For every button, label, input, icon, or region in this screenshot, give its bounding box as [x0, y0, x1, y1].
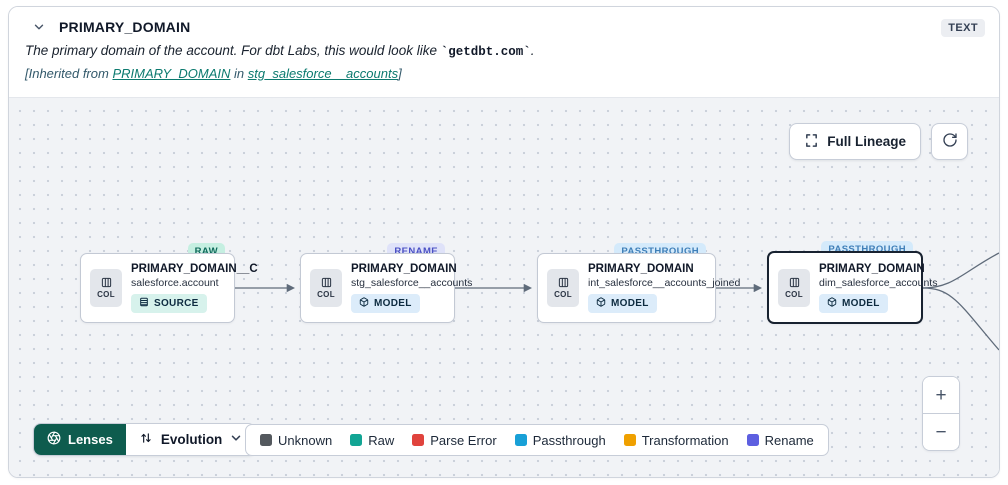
node-subtitle: stg_salesforce__accounts: [351, 277, 473, 289]
column-icon: COL: [310, 269, 342, 307]
legend-swatch: [514, 434, 527, 446]
resource-badge-model: MODEL: [819, 293, 888, 313]
inherited-suffix: ]: [398, 66, 402, 81]
lineage-node-dim-salesforce-accounts[interactable]: PASSTHROUGH COL PRIMARY_DOMAIN dim_sales…: [767, 241, 937, 324]
legend-item-raw: Raw: [350, 433, 394, 448]
col-label: COL: [785, 289, 803, 299]
resource-label: MODEL: [374, 298, 412, 309]
zoom-controls: + −: [922, 376, 960, 451]
lineage-node-salesforce-account[interactable]: RAW COL PRIMARY_DOMAIN__C salesforce.acc…: [80, 243, 258, 323]
column-type-badge: TEXT: [941, 19, 985, 37]
legend-label: Rename: [764, 432, 814, 448]
column-icon: COL: [547, 269, 579, 307]
legend-swatch: [350, 434, 363, 446]
inherited-column-link[interactable]: PRIMARY_DOMAIN: [112, 66, 231, 81]
legend-label: Raw: [368, 432, 395, 448]
description-suffix: .: [530, 43, 535, 58]
lenses-control: Lenses Evolution: [33, 423, 257, 456]
legend-item-unknown: Unknown: [260, 433, 332, 448]
full-lineage-button[interactable]: Full Lineage: [789, 123, 921, 160]
node-subtitle: salesforce.account: [131, 277, 219, 289]
lens-legend: Unknown Raw Parse Error Passthrough Tran…: [245, 424, 829, 456]
column-header: PRIMARY_DOMAIN TEXT The primary domain o…: [9, 7, 999, 97]
legend-item-rename: Rename: [746, 432, 814, 448]
resource-label: MODEL: [611, 298, 649, 309]
collapse-chevron-icon[interactable]: [31, 19, 47, 35]
col-label: COL: [317, 290, 335, 299]
node-subtitle: dim_salesforce_accounts: [819, 276, 938, 289]
lenses-button[interactable]: Lenses: [34, 424, 126, 455]
legend-item-transformation: Transformation: [623, 432, 729, 448]
inherited-model-link[interactable]: stg_salesforce__accounts: [247, 66, 399, 81]
column-icon: COL: [90, 269, 122, 307]
lineage-node-stg-salesforce-accounts[interactable]: RENAME COL PRIMARY_DOMAIN stg_salesforce…: [300, 243, 472, 323]
inherited-prefix: [Inherited from: [25, 66, 113, 81]
node-title: PRIMARY_DOMAIN: [351, 263, 457, 275]
divider: [923, 413, 959, 414]
model-cube-icon: [359, 297, 369, 310]
column-icon: COL: [778, 268, 810, 307]
refresh-icon: [942, 132, 958, 151]
chevron-down-icon: [230, 432, 242, 447]
node-title: PRIMARY_DOMAIN: [819, 262, 925, 275]
legend-label: Parse Error: [430, 432, 497, 448]
legend-item-passthrough: Passthrough: [514, 432, 606, 448]
description-code: `getdbt.com`: [440, 45, 531, 59]
legend-label: Unknown: [278, 432, 333, 448]
refresh-button[interactable]: [931, 123, 968, 160]
resource-badge-model: MODEL: [351, 294, 420, 313]
resource-badge-source: SOURCE: [131, 294, 207, 313]
legend-swatch: [746, 434, 759, 446]
legend-swatch: [412, 434, 425, 446]
model-cube-icon: [596, 297, 606, 310]
expand-icon: [804, 133, 819, 151]
legend-swatch: [623, 434, 636, 446]
lineage-canvas[interactable]: Full Lineage RAW COL PRIMARY_DOMAIN__C s…: [9, 97, 999, 477]
inherited-from-line: [Inherited from PRIMARY_DOMAIN in stg_sa…: [25, 66, 983, 81]
resource-badge-model: MODEL: [588, 294, 657, 313]
selected-lens-label: Evolution: [160, 432, 223, 447]
zoom-out-button[interactable]: −: [923, 414, 959, 450]
column-lineage-panel: PRIMARY_DOMAIN TEXT The primary domain o…: [8, 6, 1000, 478]
aperture-icon: [47, 431, 61, 448]
full-lineage-label: Full Lineage: [827, 134, 906, 149]
col-label: COL: [97, 290, 115, 299]
col-label: COL: [554, 290, 572, 299]
evolution-icon: [139, 431, 153, 448]
resource-label: SOURCE: [154, 298, 199, 309]
node-subtitle: int_salesforce__accounts_joined: [588, 277, 741, 289]
node-title: PRIMARY_DOMAIN: [588, 263, 694, 275]
lens-select-evolution[interactable]: Evolution: [125, 424, 256, 455]
legend-swatch: [260, 434, 272, 446]
legend-item-parse-error: Parse Error: [412, 432, 497, 448]
page-title: PRIMARY_DOMAIN: [59, 19, 191, 35]
node-title: PRIMARY_DOMAIN__C: [131, 263, 258, 275]
column-description: The primary domain of the account. For d…: [25, 43, 983, 59]
legend-label: Transformation: [641, 432, 729, 448]
lineage-node-int-salesforce-accounts-joined[interactable]: PASSTHROUGH COL PRIMARY_DOMAIN int_sales…: [537, 243, 740, 323]
resource-label: MODEL: [842, 297, 880, 309]
description-text: The primary domain of the account. For d…: [25, 43, 441, 58]
legend-label: Passthrough: [532, 432, 606, 448]
source-icon: [139, 297, 149, 310]
model-cube-icon: [827, 296, 837, 310]
inherited-middle: in: [230, 66, 248, 81]
lenses-label: Lenses: [68, 432, 113, 447]
lineage-toolbar: Full Lineage: [789, 123, 968, 160]
zoom-in-button[interactable]: +: [923, 377, 959, 413]
